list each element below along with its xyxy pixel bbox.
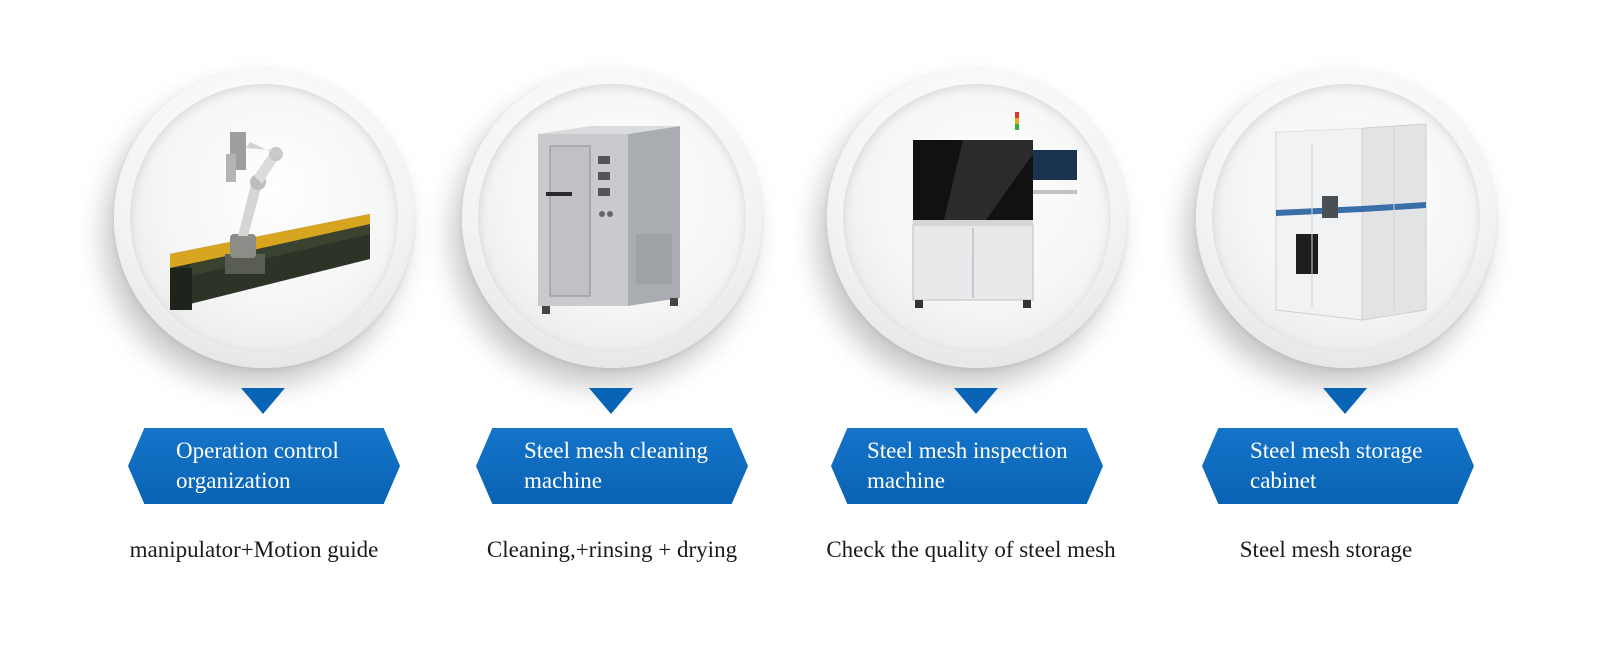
robot-arm-image bbox=[170, 132, 370, 310]
item-description: manipulator+Motion guide bbox=[129, 537, 379, 562]
process-card-inspection: Steel mesh inspection machine Check the … bbox=[789, 0, 1149, 654]
process-card-manipulator: Operation control organization manipulat… bbox=[76, 0, 436, 654]
image-frame bbox=[1196, 68, 1496, 368]
down-arrow-icon bbox=[241, 388, 285, 414]
down-arrow-icon bbox=[954, 388, 998, 414]
item-description: Check the quality of steel mesh bbox=[826, 537, 1116, 562]
item-description: Steel mesh storage bbox=[1239, 537, 1413, 562]
image-frame bbox=[827, 68, 1127, 368]
title-banner: Steel mesh inspection machine bbox=[831, 428, 1103, 504]
title-banner: Steel mesh cleaning machine bbox=[476, 428, 748, 504]
title-banner: Operation control organization bbox=[128, 428, 400, 504]
down-arrow-icon bbox=[589, 388, 633, 414]
inspection-machine-image bbox=[912, 112, 1077, 308]
item-title: Steel mesh cleaning machine bbox=[524, 438, 708, 493]
item-title: Steel mesh storage cabinet bbox=[1250, 438, 1423, 493]
down-arrow-icon bbox=[1323, 388, 1367, 414]
cleaning-machine-image bbox=[538, 126, 680, 314]
storage-cabinet-image bbox=[1275, 116, 1427, 321]
image-frame bbox=[462, 68, 762, 368]
image-frame bbox=[114, 68, 414, 368]
title-banner: Steel mesh storage cabinet bbox=[1202, 428, 1474, 504]
item-description: Cleaning,+rinsing + drying bbox=[486, 537, 738, 562]
process-card-cleaning: Steel mesh cleaning machine Cleaning,+ri… bbox=[424, 0, 784, 654]
item-title: Steel mesh inspection machine bbox=[867, 438, 1068, 493]
item-title: Operation control organization bbox=[176, 438, 339, 493]
process-card-storage: Steel mesh storage cabinet Steel mesh st… bbox=[1158, 0, 1518, 654]
